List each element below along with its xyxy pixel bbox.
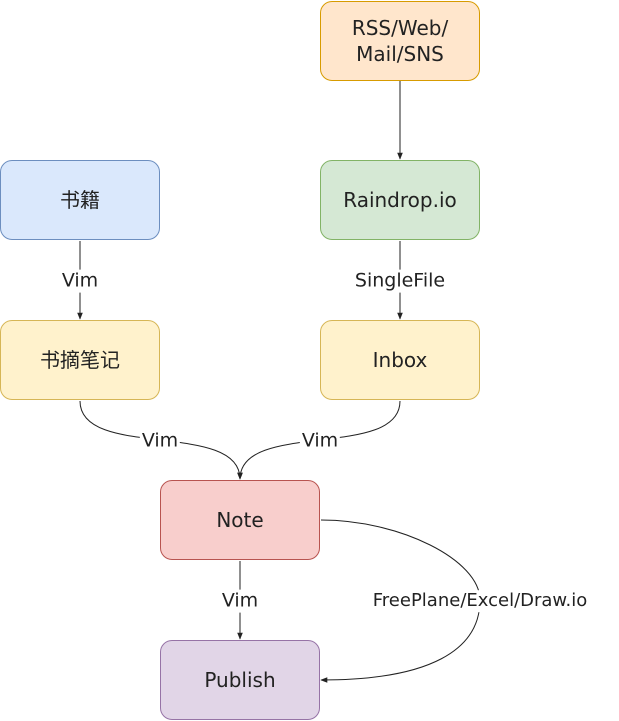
node-inbox-label: Inbox [372, 348, 428, 372]
node-raindrop-label: Raindrop.io [343, 188, 457, 212]
edge-label-books-to-excerpt: Vim [59, 269, 101, 293]
node-publish[interactable]: Publish [160, 640, 320, 720]
node-books-label: 书籍 [60, 188, 100, 212]
edge-label-raindrop-to-inbox: SingleFile [352, 269, 448, 293]
node-excerpt-notes[interactable]: 书摘笔记 [0, 320, 160, 400]
node-excerpt-notes-label: 书摘笔记 [40, 348, 120, 372]
node-note[interactable]: Note [160, 480, 320, 560]
node-publish-label: Publish [204, 668, 276, 692]
edge-label-note-to-publish-tools: FreePlane/Excel/Draw.io [370, 590, 590, 612]
edge-label-inbox-to-note: Vim [299, 429, 341, 453]
node-rss-web-mail-sns[interactable]: RSS/Web/ Mail/SNS [320, 1, 480, 81]
node-inbox[interactable]: Inbox [320, 320, 480, 400]
node-raindrop[interactable]: Raindrop.io [320, 160, 480, 240]
edge-label-note-to-publish: Vim [219, 589, 261, 613]
node-rss-label: RSS/Web/ Mail/SNS [351, 16, 449, 66]
edge-label-excerpt-to-note: Vim [139, 429, 181, 453]
node-books[interactable]: 书籍 [0, 160, 160, 240]
node-note-label: Note [216, 508, 264, 532]
